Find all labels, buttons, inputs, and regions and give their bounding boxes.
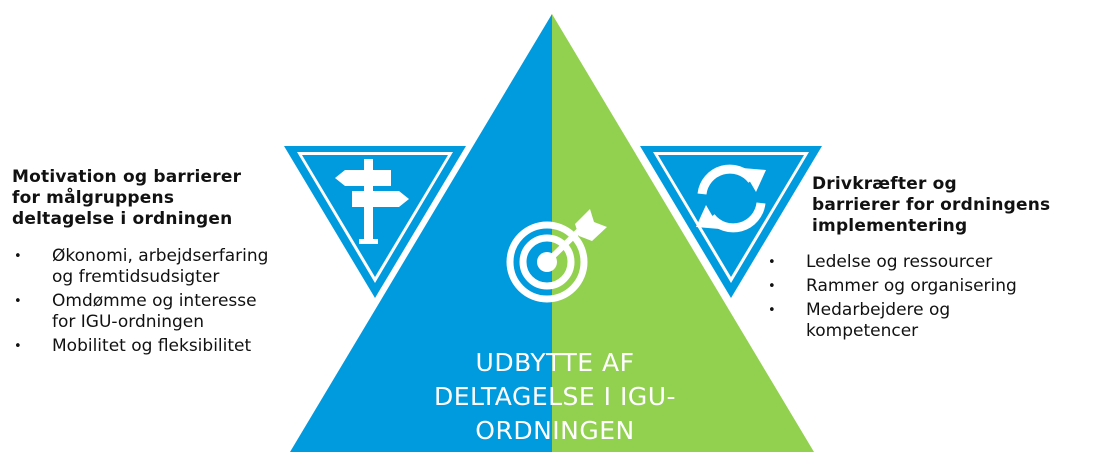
left-bullet-list: Økonomi, arbejdserfaring og fremtidsudsi… [10,246,340,360]
central-triangle-left-half [290,14,552,452]
list-item: Ledelse og ressourcer [764,252,1094,273]
right-heading-line-1: Drivkræfter og [812,174,957,194]
left-heading-line-1: Motivation og barrierer [12,167,242,187]
list-item: Medarbejdere og kompetencer [764,300,1094,342]
central-triangle-right-half [552,14,814,452]
target-arrow-icon [506,209,607,303]
right-heading: Drivkræfter og barrierer for ordningens … [812,174,1050,237]
list-item: Økonomi, arbejdserfaring og fremtidsudsi… [10,246,340,288]
signpost-icon [335,159,409,244]
center-title: UDBYTTE AF DELTAGELSE I IGU- ORDNINGEN [355,346,755,448]
left-heading-line-3: deltagelse i ordningen [12,209,233,229]
right-heading-line-2: barrierer for ordningens [812,195,1051,215]
list-item: Mobilitet og fleksibilitet [10,336,340,357]
list-item: Rammer og organisering [764,276,1094,297]
right-heading-line-3: implementering [812,216,968,236]
center-title-line-2: DELTAGELSE I IGU- [433,382,677,411]
left-inverted-triangle-fill [302,155,448,277]
list-item: Omdømme og interesse for IGU-ordningen [10,291,340,333]
center-title-line-3: ORDNINGEN [475,416,635,445]
right-bullet-list: Ledelse og ressourcer Rammer og organise… [764,252,1094,345]
left-heading-line-2: for målgruppens [12,188,175,208]
left-heading: Motivation og barrierer for målgruppens … [12,167,241,230]
center-title-line-1: UDBYTTE AF [475,348,635,377]
right-inverted-triangle-fill [658,155,804,277]
